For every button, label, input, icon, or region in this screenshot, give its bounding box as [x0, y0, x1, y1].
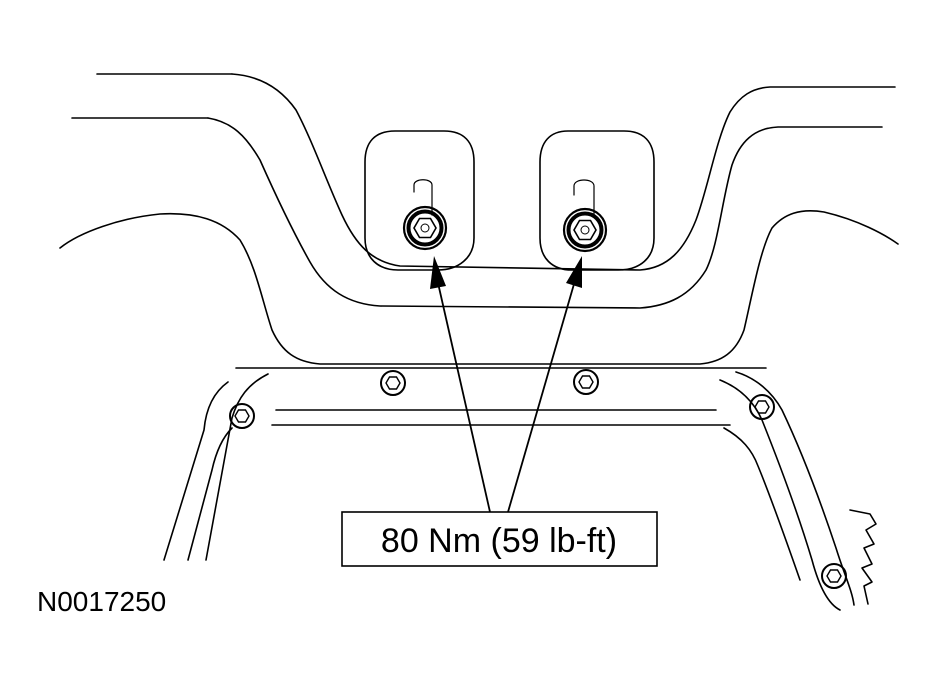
pan-bolt-icon [821, 563, 847, 589]
pan-bolt-icon [229, 403, 255, 429]
arrowhead-icon [430, 256, 446, 289]
flange-bolt-icon [402, 205, 448, 251]
pan-bolt-icon [573, 369, 599, 395]
pan-bolt-icon [380, 370, 406, 396]
torque-spec-label: 80 Nm (59 lb-ft) [381, 522, 617, 560]
arrowhead-icon [566, 256, 582, 288]
figure-id: N0017250 [37, 586, 166, 617]
upper-housing-outline [59, 73, 899, 365]
pan-bolt-icon [749, 394, 775, 420]
oil-pan-outline [163, 367, 877, 611]
leader-arrows [430, 256, 582, 513]
right-bolt-boss [539, 130, 655, 271]
torque-callout: 80 Nm (59 lb-ft) [341, 511, 658, 567]
flange-bolt-icon [562, 207, 608, 253]
